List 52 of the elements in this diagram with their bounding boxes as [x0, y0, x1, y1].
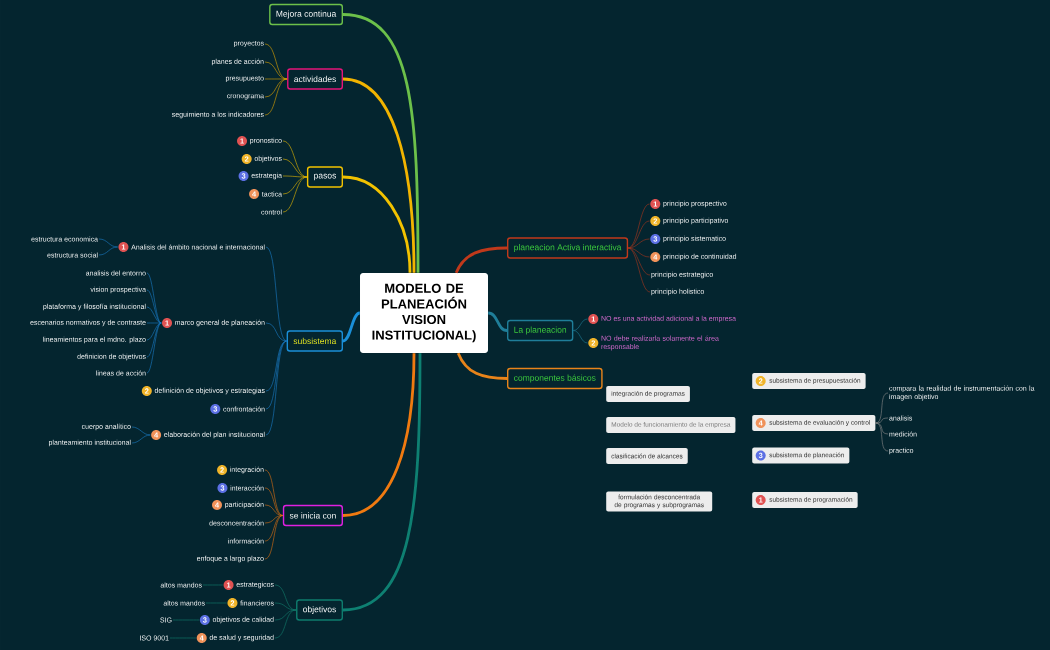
branch-line — [264, 504, 284, 516]
topic-box: planeacion Activa interactiva — [507, 237, 629, 259]
branch-line — [264, 78, 288, 80]
branch-line — [264, 469, 284, 516]
branch-line — [342, 353, 416, 517]
branch-line — [342, 13, 420, 273]
branch-line — [265, 246, 287, 342]
branch-line — [274, 609, 297, 639]
branch-line — [875, 417, 889, 424]
topic-box: componentes básicos — [507, 367, 603, 390]
topic-box: pasos — [306, 166, 343, 188]
branch-line — [454, 246, 508, 274]
branch-line — [573, 330, 588, 344]
branch-line — [627, 238, 650, 249]
branch-line — [98, 238, 118, 248]
branch-line — [131, 434, 151, 444]
topic-box: La planeacion — [507, 319, 574, 342]
branch-line — [146, 289, 162, 324]
branch-line — [146, 272, 162, 324]
branch-line — [265, 322, 287, 342]
branch-line — [146, 322, 162, 358]
topic-box: se inicia con — [282, 504, 343, 527]
branch-line — [274, 602, 297, 611]
branch-line — [282, 175, 308, 178]
topic-box: actividades — [287, 68, 343, 90]
branch-line — [146, 322, 162, 324]
branch-line — [98, 246, 118, 256]
branch-line — [146, 322, 162, 374]
branch-line — [264, 78, 288, 116]
branch-line — [342, 311, 361, 343]
branch-line — [264, 515, 284, 560]
branch-line — [274, 609, 297, 621]
branch-line — [282, 176, 308, 213]
branch-line — [342, 353, 422, 612]
topic-box: objetivos — [296, 599, 343, 621]
branch-line — [131, 426, 151, 436]
branch-line — [875, 392, 889, 424]
branch-line — [264, 515, 284, 542]
branch-line — [342, 77, 416, 273]
branch-line — [573, 318, 588, 331]
branch-line — [627, 247, 650, 258]
topic-box: subsistema — [286, 330, 343, 352]
central-topic-box: MODELO DE PLANEACIÓN VISION INSTITUCIONAL) — [360, 273, 488, 353]
branch-line — [875, 422, 889, 452]
branch-line — [487, 311, 508, 332]
branch-line — [627, 247, 651, 293]
topic-box: Mejora continua — [269, 3, 343, 26]
branch-line — [627, 203, 650, 249]
branch-line — [456, 352, 508, 380]
branch-line — [146, 306, 162, 324]
branch-line — [265, 340, 287, 436]
branch-line — [342, 175, 412, 273]
